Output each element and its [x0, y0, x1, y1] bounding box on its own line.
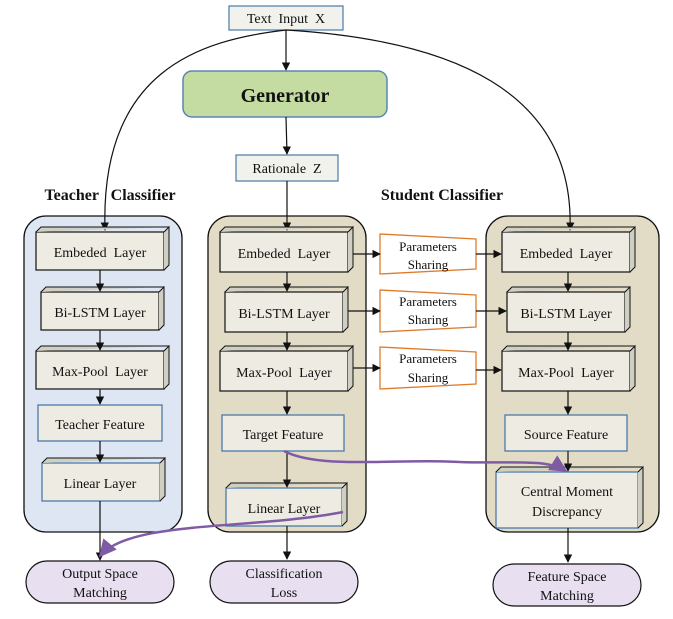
output-space-matching-node — [25, 560, 175, 604]
source-embed-label: Embeded Layer — [520, 247, 613, 262]
sharing-3-line1: Parameters — [399, 351, 457, 366]
teacher-lstm-label: Bi-LSTM Layer — [54, 306, 146, 321]
rationale-label: Rationale Z — [252, 162, 321, 177]
arrow-input-to-teacher — [100, 29, 287, 231]
target-to-cmd-matching-line — [283, 449, 568, 473]
target-lstm-box — [224, 291, 344, 333]
target-feature-box — [221, 414, 345, 452]
classification-line2: Loss — [271, 586, 297, 601]
classification-loss-node — [209, 560, 359, 604]
target-column: Embeded Layer Bi-LSTM Layer Max-Pool Lay… — [219, 225, 354, 560]
output-space-line1: Output Space — [62, 567, 138, 582]
target-feature-label: Target Feature — [243, 428, 324, 443]
output-space-line2: Matching — [73, 586, 127, 601]
teacher-embed-label: Embeded Layer — [54, 246, 147, 261]
feature-space-line2: Matching — [540, 589, 594, 604]
linear-to-output-matching-line — [98, 510, 344, 558]
target-pool-label: Max-Pool Layer — [236, 366, 332, 381]
teacher-classifier-title: Teacher Classifier — [44, 187, 175, 204]
sharing-1-line2: Sharing — [408, 257, 449, 272]
arrow-input-to-source — [285, 29, 575, 231]
teacher-linear-box — [41, 462, 161, 502]
parameter-sharing-1: Parameters Sharing — [353, 233, 502, 275]
parameter-sharing-2: Parameters Sharing — [348, 289, 507, 333]
generator-label: Generator — [241, 85, 330, 107]
teacher-feature-label: Teacher Feature — [55, 418, 145, 433]
feature-space-line1: Feature Space — [528, 570, 607, 585]
cmd-label-line1: Central Moment — [521, 485, 613, 500]
generator-box — [182, 70, 388, 118]
teacher-column: Embeded Layer Bi-LSTM Layer Max-Pool Lay… — [35, 225, 170, 561]
text-input-box — [228, 5, 344, 31]
source-column: Embeded Layer Bi-LSTM Layer Max-Pool Lay… — [495, 225, 644, 563]
sharing-1-line1: Parameters — [399, 239, 457, 254]
source-feature-label: Source Feature — [524, 428, 608, 443]
target-linear-box — [225, 487, 343, 527]
target-embed-label: Embeded Layer — [238, 247, 331, 262]
student-classifier-title: Student Classifier — [381, 187, 503, 204]
source-lstm-box — [506, 291, 626, 333]
arrow-generator-to-rationale — [282, 116, 291, 155]
feature-space-matching-node — [492, 563, 642, 607]
target-pool-box — [219, 350, 349, 392]
text-input-label: Text Input X — [247, 12, 325, 27]
cmd-label-line2: Discrepancy — [532, 505, 602, 520]
teacher-linear-label: Linear Layer — [64, 477, 137, 492]
teacher-pool-label: Max-Pool Layer — [52, 365, 148, 380]
sharing-2-line2: Sharing — [408, 312, 449, 327]
source-feature-box — [504, 414, 628, 452]
source-lstm-label: Bi-LSTM Layer — [520, 307, 612, 322]
target-lstm-label: Bi-LSTM Layer — [238, 307, 330, 322]
teacher-feature-box — [37, 404, 163, 442]
target-linear-label: Linear Layer — [248, 502, 321, 517]
source-embed-box — [501, 231, 631, 273]
parameter-sharing-3: Parameters Sharing — [353, 346, 502, 390]
sharing-3-line2: Sharing — [408, 370, 449, 385]
source-pool-label: Max-Pool Layer — [518, 366, 614, 381]
source-pool-box — [501, 350, 631, 392]
rationale-box — [235, 154, 339, 182]
classification-line1: Classification — [246, 567, 323, 582]
sharing-2-line1: Parameters — [399, 294, 457, 309]
